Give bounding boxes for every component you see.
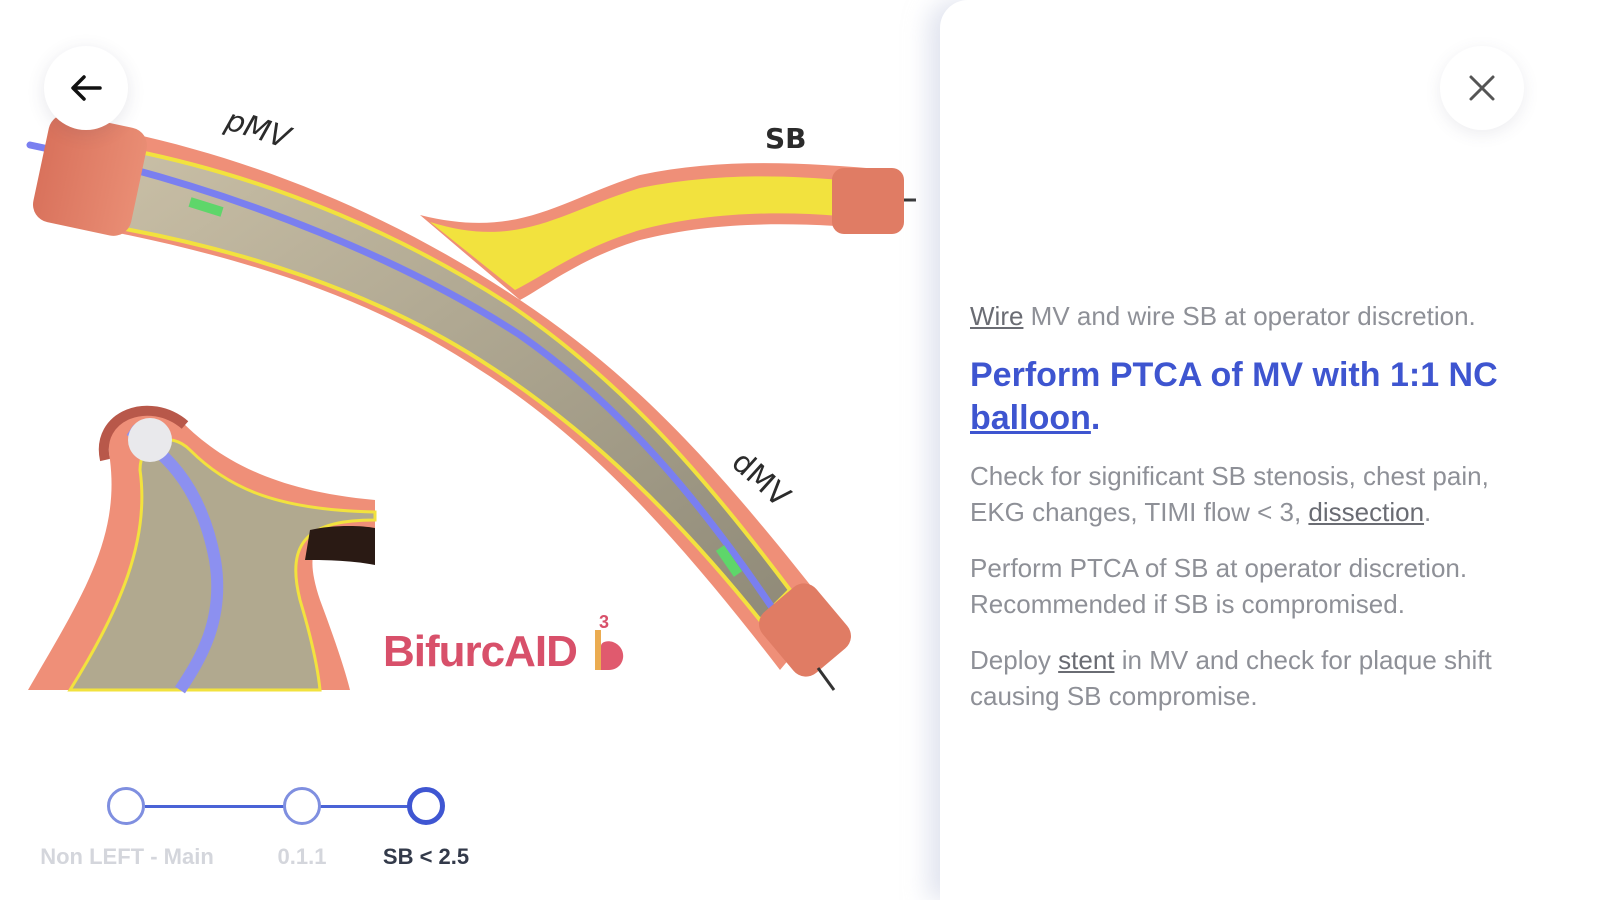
instruction-wire: Wire MV and wire SB at operator discreti… — [970, 298, 1540, 334]
step-connector — [320, 805, 408, 808]
step-label-1[interactable]: Non LEFT - Main — [40, 844, 214, 869]
inset-view — [28, 405, 377, 694]
instruction-check: Check for significant SB stenosis, chest… — [970, 458, 1540, 530]
logo-superscript: 3 — [599, 612, 609, 632]
stepper: Non LEFT - Main 0.1.1 SB < 2.5 — [0, 780, 520, 880]
logo-text: BifurcAID — [383, 627, 578, 676]
sb-cap — [832, 168, 904, 234]
step-node-1[interactable] — [107, 787, 145, 825]
plaque-layer — [430, 176, 840, 290]
deploy-rest: in MV and check for plaque shift causing… — [970, 645, 1492, 711]
main-vessel-lumen — [117, 147, 793, 623]
wire-marker-proximal — [188, 197, 224, 217]
close-button[interactable] — [1440, 46, 1524, 130]
wire-marker-distal — [715, 545, 743, 577]
deploy-text: Deploy — [970, 645, 1059, 675]
arrow-left-icon — [71, 75, 102, 101]
headline-period: . — [1090, 399, 1101, 437]
diagram-stage: pMV SB dMV BifurcAID 3 Non LEFT - Main 0… — [0, 46, 916, 880]
step-label-2[interactable]: 0.1.1 — [277, 844, 327, 869]
instruction-content: Wire MV and wire SB at operator discreti… — [970, 298, 1540, 734]
step-label-3[interactable]: SB < 2.5 — [382, 844, 470, 869]
back-button[interactable] — [44, 46, 128, 130]
distal-cap — [759, 583, 851, 677]
logo-mark-icon: 3 — [594, 612, 624, 670]
check-text: Check for significant SB stenosis, chest… — [970, 461, 1489, 527]
instruction-headline: Perform PTCA of MV with 1:1 NC balloon. — [970, 354, 1540, 440]
instruction-wire-text: MV and wire SB at operator discretion. — [1023, 301, 1476, 331]
proximal-cap — [33, 114, 147, 236]
bifurcaid-logo: BifurcAID 3 — [383, 612, 633, 674]
label-sb: SB — [765, 122, 807, 155]
close-x-icon — [1469, 75, 1495, 101]
step-connector — [145, 805, 285, 808]
stent-link[interactable]: stent — [1058, 645, 1115, 675]
bifurcation-diagram — [26, 114, 916, 694]
instruction-panel: Wire MV and wire SB at operator discreti… — [940, 0, 1599, 900]
headline-text: Perform PTCA of MV with 1:1 NC — [970, 356, 1498, 394]
step-node-2[interactable] — [283, 787, 321, 825]
guide-wire — [26, 141, 779, 616]
instruction-ptca-sb: Perform PTCA of SB at operator discretio… — [970, 553, 1468, 619]
wire-link[interactable]: Wire — [970, 301, 1024, 331]
step-node-3[interactable] — [407, 787, 445, 825]
balloon-link[interactable]: balloon — [970, 399, 1091, 437]
instruction-deploy: Deploy stent in MV and check for plaque … — [970, 642, 1540, 714]
dissection-link[interactable]: dissection — [1308, 497, 1425, 527]
check-period: . — [1424, 497, 1432, 527]
